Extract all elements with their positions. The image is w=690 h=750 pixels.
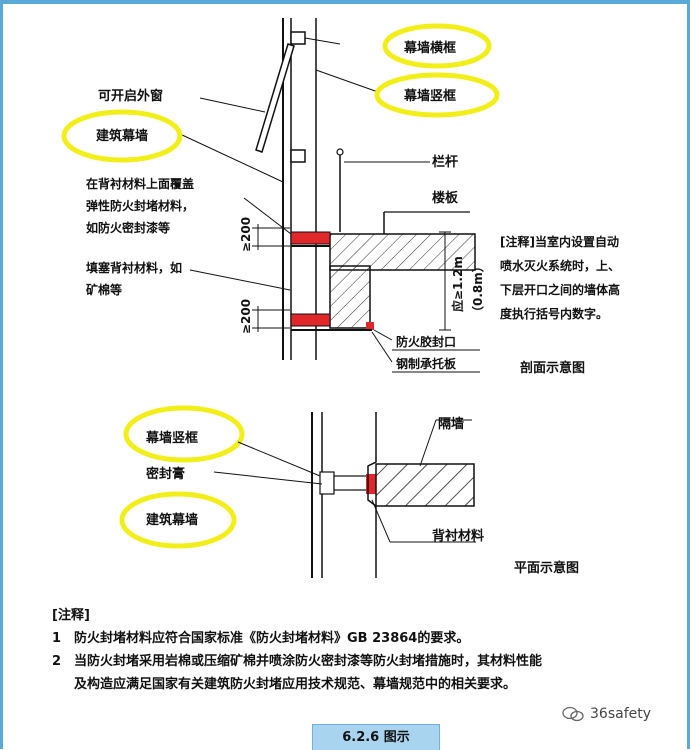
plan-fire-seal	[366, 474, 376, 494]
plan-label-partition-wall: 隔墙	[438, 416, 464, 432]
label-steel-support: 钢制承托板	[396, 356, 457, 371]
plan-label-sealant: 密封膏	[145, 466, 185, 482]
mullion-leader	[315, 69, 379, 93]
label-dim-height-alt: （0.8m）	[470, 260, 485, 318]
note-text: 当防火封堵采用岩棉或压缩矿棉并喷涂防火密封漆等防火封堵措施时，其材料性能	[74, 654, 543, 669]
plan-label-building-curtain-wall: 建筑幕墙	[146, 512, 198, 528]
note-num: 1	[52, 631, 62, 646]
label-railing: 栏杆	[432, 154, 458, 170]
highlight-plan-mullion	[123, 405, 245, 463]
note-item-2: 2 当防火封堵采用岩棉或压缩矿棉并喷涂防火密封漆等防火封堵措施时，其材料性能	[52, 650, 652, 673]
note-text-continued: 及构造应满足国家有关建筑防火封堵应用技术规范、幕墙规范中的相关要求。	[74, 677, 517, 692]
watermark-text: 36safety	[590, 706, 652, 722]
label-dim-height: 应≥1.2m	[450, 256, 465, 312]
label-curtain-transom: 幕墙横框	[403, 40, 456, 56]
plan-partition-edge	[367, 412, 377, 578]
frame-top-border	[0, 0, 690, 4]
highlight-curtain-wall	[61, 109, 183, 163]
label-openable-window: 可开启外窗	[98, 88, 163, 104]
transom-leader	[304, 37, 341, 45]
slab-beam	[329, 265, 371, 329]
frame-left-border	[0, 0, 3, 749]
highlight-markings	[61, 23, 500, 549]
label-fire-seal-note-3: 如防火密封漆等	[86, 220, 170, 235]
floor-slab	[329, 233, 476, 271]
plan-mullion-arm	[333, 475, 371, 491]
highlight-mullion	[374, 72, 500, 118]
note-num: 2	[52, 654, 62, 669]
frame-right-border	[687, 0, 690, 749]
highlight-transom	[382, 23, 492, 69]
transom-mid	[290, 149, 306, 163]
note-item-1: 1 防火封堵材料应符合国家标准《防火封堵材料》GB 23864的要求。	[52, 627, 652, 650]
fire-seal-lower	[290, 313, 331, 327]
plan-mullion	[319, 471, 335, 495]
note-text: 防火封堵材料应符合国家标准《防火封堵材料》GB 23864的要求。	[74, 631, 470, 646]
notes-title: [注释]	[52, 608, 90, 623]
caption-plan: 平面示意图	[514, 560, 579, 576]
section-view	[179, 18, 480, 373]
label-floor-slab: 楼板	[432, 190, 459, 206]
caption-section: 剖面示意图	[520, 360, 585, 376]
highlight-plan-curtain-wall	[119, 491, 237, 549]
label-curtain-mullion: 幕墙竖框	[403, 88, 456, 104]
watermark: 36safety	[562, 706, 651, 722]
transom-top	[290, 31, 306, 45]
label-building-curtain-wall: 建筑幕墙	[96, 128, 148, 144]
diagram-canvas: 幕墙横框 幕墙竖框 可开启外窗 建筑幕墙 在背衬材料上面覆盖 弹性防火封堵材料，…	[61, 18, 620, 578]
annotation-line-3: 下层开口之间的墙体高	[500, 282, 620, 297]
railing-knob	[336, 148, 344, 156]
plan-view	[213, 412, 476, 578]
annotation-line-4: 度执行括号内数字。	[500, 306, 608, 321]
fire-seal-upper	[290, 231, 331, 245]
plan-partition-wall	[375, 463, 475, 507]
label-dim-upper: ≥200	[239, 217, 253, 252]
notes-block: [注释] 1 防火封堵材料应符合国家标准《防火封堵材料》GB 23864的要求。…	[52, 604, 652, 696]
plan-label-backing-material: 背衬材料	[432, 528, 484, 544]
openable-window	[255, 43, 295, 153]
label-fire-seal-note-2: 弹性防火封堵材料，	[86, 198, 194, 213]
annotation-line-1: [注释]当室内设置自动	[500, 234, 619, 249]
label-fire-sealant: 防火胶封口	[396, 334, 456, 349]
label-backing-note-2: 矿棉等	[86, 282, 122, 297]
label-fire-seal-note-1: 在背衬材料上面覆盖	[86, 176, 194, 191]
plan-label-curtain-mullion: 幕墙竖框	[145, 430, 198, 446]
label-dim-lower: ≥200	[239, 299, 253, 334]
wechat-icon	[562, 706, 584, 722]
fire-sealant-mark	[366, 322, 374, 330]
label-backing-note-1: 填塞背衬材料，如	[86, 260, 182, 275]
section-tab[interactable]: 6.2.6 图示	[312, 724, 440, 750]
annotation-line-2: 喷水灭火系统时，上、	[500, 258, 620, 273]
